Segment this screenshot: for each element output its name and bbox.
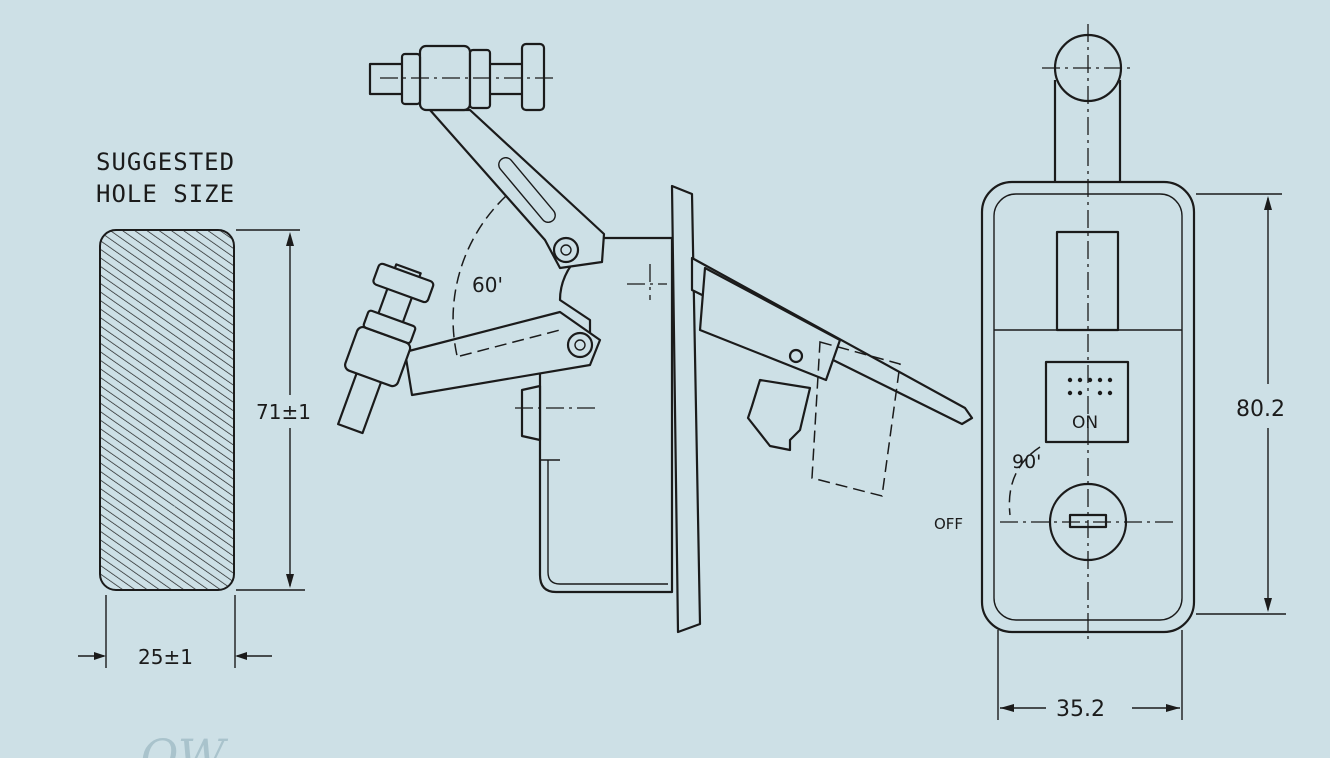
hole-arrowhead-left [94, 652, 106, 660]
front-view: ON 90' OFF 80.2 35.2 [934, 24, 1286, 722]
front-arrow-left [1000, 704, 1014, 712]
upper-arm-slot [498, 157, 556, 223]
indicator-window [1044, 360, 1130, 444]
rotation-arc-60 [452, 195, 507, 361]
front-arrow-bottom [1264, 598, 1272, 612]
lower-bolt-assembly [337, 262, 435, 435]
rotation-label-90: 90' [1012, 451, 1041, 473]
handle-rotated-ghost [811, 341, 901, 497]
hole-cutout-hatched [99, 229, 235, 591]
bracket-tab [520, 384, 542, 442]
indicator-dots [1067, 377, 1113, 396]
hole-title-line2: HOLE SIZE [96, 180, 235, 208]
hole-size-view: SUGGESTED HOLE SIZE 71±1 25±1 [78, 148, 311, 669]
hole-title-line1: SUGGESTED [96, 148, 235, 176]
hole-width-dim: 25±1 [138, 645, 193, 669]
lower-pivot-center [574, 339, 586, 351]
upper-pivot-bolt [552, 236, 580, 264]
angle-label-60: 60' [472, 273, 503, 297]
upper-nut-2 [520, 42, 546, 112]
side-view: 60' [337, 42, 974, 634]
front-arrow-top [1264, 196, 1272, 210]
on-label: ON [1072, 413, 1098, 433]
housing-inner-edge [547, 460, 668, 585]
hole-arrow-bottom [286, 574, 294, 588]
off-label: OFF [934, 515, 963, 533]
upper-pivot-center [560, 244, 572, 256]
rotation-arc-90 [1008, 446, 1041, 516]
upper-nut-1 [468, 48, 492, 110]
front-arrow-right [1166, 704, 1180, 712]
lower-pivot-bolt [566, 331, 594, 359]
watermark-logo: QW [140, 729, 229, 758]
front-width-dim: 35.2 [1056, 697, 1105, 722]
handle-pivot [788, 348, 804, 364]
handle-grip [698, 266, 842, 382]
upper-nut-3 [400, 52, 422, 106]
hole-height-dim: 71±1 [256, 400, 311, 424]
hole-arrow-top [286, 232, 294, 246]
mounting-flange [670, 184, 702, 634]
front-height-dim: 80.2 [1236, 397, 1285, 422]
latch-housing [538, 236, 674, 594]
latch-cam [746, 378, 812, 452]
hole-arrowhead-right [235, 652, 247, 660]
